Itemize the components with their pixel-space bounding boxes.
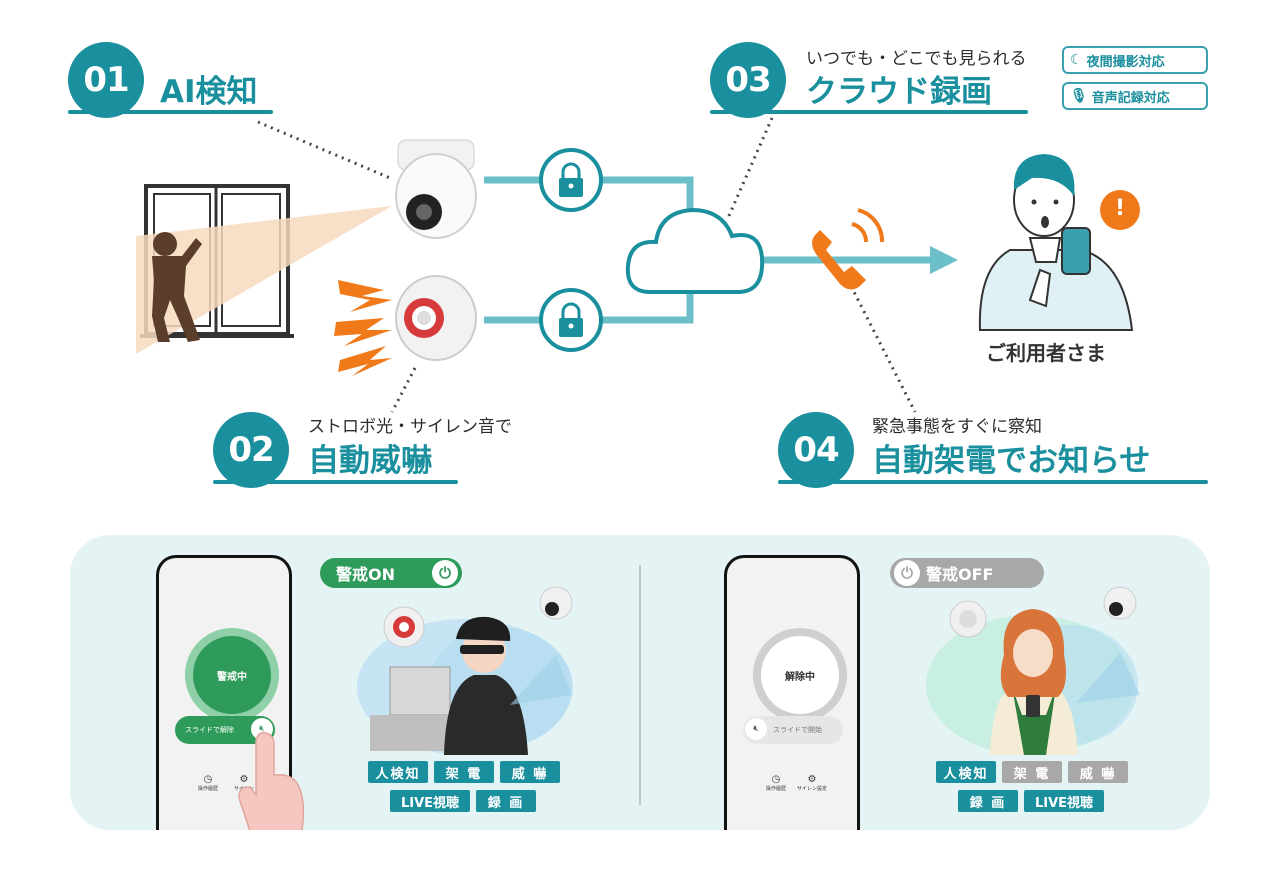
disarmed-menu-history-label: 操作履歴 <box>765 786 786 792</box>
mode-on-pill: 警戒ON ⏻ <box>320 558 462 588</box>
disarmed-menu-history[interactable]: ◷操作履歴 <box>761 774 791 792</box>
armed-status-ring: 警戒中 <box>185 628 279 722</box>
system-diagram <box>136 117 1140 413</box>
step-subtitle-03: いつでも・どこでも見られる <box>806 49 1027 69</box>
leader-04 <box>846 279 917 413</box>
chip-armed-deter: 威 嚇 <box>500 761 560 783</box>
panel-divider <box>639 565 641 805</box>
mode-comparison-panel: 警戒中 スライドで解除 🔇︎ ◷操作履歴 ⚙サイレン 警戒ON ⏻ <box>70 535 1210 830</box>
leader-03 <box>726 117 774 219</box>
phone-call-icon <box>812 208 885 290</box>
step-title-ai-detection: AI検知 <box>160 74 258 110</box>
disarmed-status-ring: 解除中 <box>753 628 847 722</box>
chip-disarmed-human-detect: 人検知 <box>936 761 996 783</box>
camera-device <box>395 139 477 239</box>
chip-disarmed-live: LIVE視聴 <box>1024 790 1104 812</box>
badge-night-label: 夜間撮影対応 <box>1086 54 1165 70</box>
chip-armed-live: LIVE視聴 <box>390 790 470 812</box>
finger-illustration <box>238 731 305 830</box>
mode-off-pill: ⏻ 警戒OFF <box>890 558 1044 588</box>
step-number-03: 03 <box>710 42 786 118</box>
armed-menu-history[interactable]: ◷操作履歴 <box>193 774 223 792</box>
step-underline-03 <box>710 110 1028 114</box>
mute-icon[interactable]: 🔇︎ <box>745 718 767 740</box>
alert-mark: ! <box>1114 196 1126 221</box>
mode-on-label: 警戒ON <box>336 565 395 584</box>
step-title-auto-call: 自動架電でお知らせ <box>872 443 1151 479</box>
chip-disarmed-deter: 威 嚇 <box>1068 761 1128 783</box>
step-number-04: 04 <box>778 412 854 488</box>
arrow-head <box>930 246 958 274</box>
disarmed-menu-siren[interactable]: ⚙サイレン設定 <box>797 774 827 792</box>
mode-off-label: 警戒OFF <box>926 565 994 584</box>
step-title-cloud-recording: クラウド録画 <box>806 74 992 110</box>
siren-device <box>395 275 477 361</box>
phone-armed: 警戒中 スライドで解除 🔇︎ ◷操作履歴 ⚙サイレン <box>156 555 292 830</box>
history-icon: ◷ <box>771 774 781 785</box>
siren-settings-icon: ⚙ <box>807 774 817 785</box>
disarmed-menu-siren-label: サイレン設定 <box>797 786 828 792</box>
microphone-icon: 🎙︎ <box>1070 88 1088 104</box>
intruder-figure <box>152 232 202 342</box>
strobe-flash-icon <box>334 280 392 376</box>
disarmed-slider-label: スライドで開始 <box>773 726 822 734</box>
step-subtitle-04: 緊急事態をすぐに察知 <box>872 417 1042 437</box>
step-underline-04 <box>778 480 1208 484</box>
lock-icon-top <box>539 148 603 212</box>
alert-bubble <box>1100 190 1140 230</box>
chip-disarmed-call: 架 電 <box>1002 761 1062 783</box>
chip-disarmed-record: 録 画 <box>958 790 1018 812</box>
step-subtitle-02: ストロボ光・サイレン音で <box>308 417 512 437</box>
armed-slider-label: スライドで解除 <box>185 726 234 734</box>
leader-02 <box>390 367 417 413</box>
power-off-icon: ⏻ <box>894 560 920 586</box>
badge-night-shooting: ☾夜間撮影対応 <box>1062 46 1208 74</box>
phone-disarmed: 解除中 スライドで開始 🔇︎ ◷操作履歴 ⚙サイレン設定 <box>724 555 860 830</box>
chip-armed-record: 録 画 <box>476 790 536 812</box>
cloud-icon <box>625 207 765 294</box>
step-number-02: 02 <box>213 412 289 488</box>
history-icon: ◷ <box>203 774 213 785</box>
step-underline-02 <box>213 480 458 484</box>
badge-audio-label: 音声記録対応 <box>1091 90 1170 106</box>
lock-icon-bottom <box>539 288 603 352</box>
user-figure <box>978 154 1134 331</box>
user-label: ご利用者さま <box>986 341 1106 365</box>
chip-armed-human-detect: 人検知 <box>368 761 428 783</box>
step-underline-01 <box>68 110 273 114</box>
step-title-auto-deterrence: 自動威嚇 <box>308 443 432 479</box>
badge-audio-recording: 🎙︎音声記録対応 <box>1062 82 1208 110</box>
siren-settings-icon: ⚙ <box>239 774 249 785</box>
leader-01 <box>257 120 391 180</box>
step-number-01: 01 <box>68 42 144 118</box>
chip-armed-call: 架 電 <box>434 761 494 783</box>
resident-scene <box>926 586 1140 755</box>
power-on-icon: ⏻ <box>432 560 458 586</box>
moon-icon: ☾ <box>1070 52 1083 68</box>
intruder-scene <box>357 586 573 755</box>
armed-menu-history-label: 操作履歴 <box>197 786 218 792</box>
